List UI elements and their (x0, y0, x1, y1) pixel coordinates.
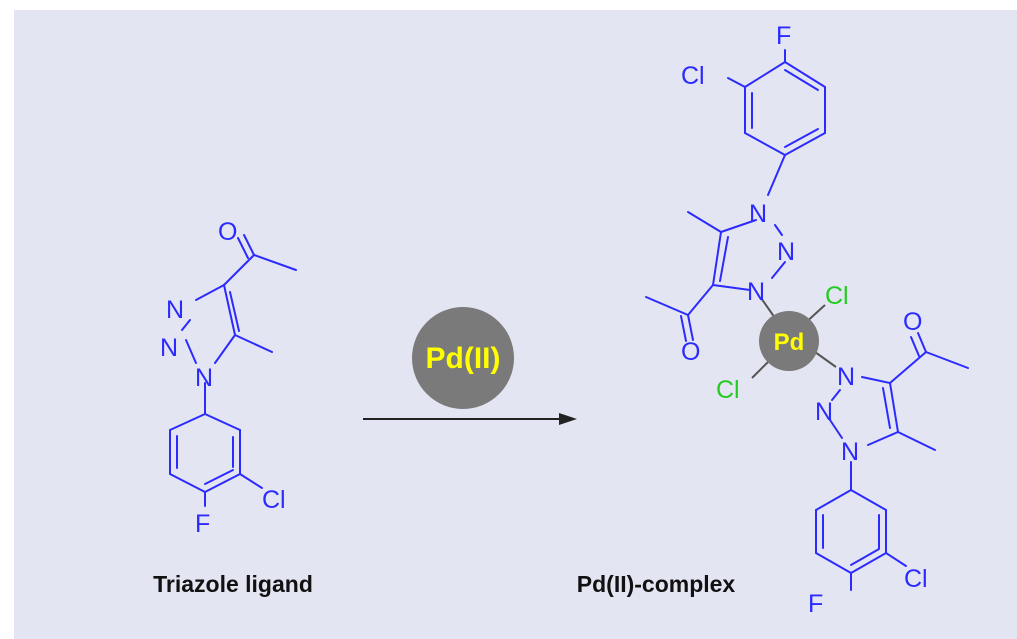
reaction-arrow (363, 413, 577, 425)
bond (727, 77, 746, 88)
bond (169, 413, 206, 431)
background-panel (14, 10, 1017, 639)
bond (784, 128, 819, 148)
atom-label-o: O (218, 218, 237, 246)
bond (850, 489, 887, 511)
bond (760, 297, 776, 319)
bond (204, 469, 234, 485)
bond (185, 339, 197, 364)
bond (885, 552, 907, 567)
atom-label-n: N (777, 238, 795, 266)
bond (882, 387, 891, 429)
atom-label-n: N (166, 296, 184, 324)
reagent-circle (412, 307, 514, 409)
bond (889, 382, 899, 433)
bond (234, 334, 273, 353)
atom-label-f: F (808, 590, 823, 618)
bond (784, 132, 826, 156)
atom-label-n: N (749, 200, 767, 228)
bond (850, 552, 887, 574)
bond (889, 351, 927, 384)
bond (680, 315, 687, 342)
atom-label-cl-coordinated: Cl (825, 282, 849, 310)
bond (897, 431, 936, 451)
bond (720, 219, 757, 233)
caption-ligand: Triazole ligand (153, 571, 313, 597)
bond (744, 61, 786, 88)
ligand-bonds (169, 234, 297, 507)
complex-bonds (645, 49, 969, 591)
bond (910, 336, 920, 357)
triazole-ligand-structure: O N N N Cl F (160, 218, 297, 538)
bond (195, 284, 225, 301)
bond (815, 552, 852, 574)
bond (917, 332, 927, 353)
bond (767, 154, 786, 196)
bond (774, 224, 783, 236)
bond (784, 61, 826, 88)
bond (204, 413, 241, 431)
atom-label-cl: Cl (904, 565, 928, 593)
atom-label-n: N (747, 278, 765, 306)
bond (867, 431, 899, 446)
atom-label-f: F (776, 22, 791, 50)
bond (831, 389, 841, 401)
atom-label-n: N (837, 363, 855, 391)
bond (687, 211, 722, 233)
bond (829, 419, 843, 439)
bond (850, 548, 880, 566)
reagent-label: Pd(II) (426, 342, 501, 375)
bond (239, 473, 263, 489)
pd-complex-structure: Pd Cl F N N N O Cl Cl N N N O Cl F (645, 22, 969, 618)
bond (925, 351, 969, 369)
atom-label-f: F (195, 510, 210, 538)
pd-label: Pd (774, 329, 805, 356)
bond (687, 314, 694, 341)
bond (237, 237, 249, 259)
atom-label-n: N (195, 364, 213, 392)
caption-complex: Pd(II)-complex (577, 571, 736, 597)
bond (712, 284, 751, 291)
bond (814, 351, 837, 368)
atom-label-n: N (160, 334, 178, 362)
bond (253, 254, 297, 271)
bond (243, 234, 255, 256)
bond (712, 231, 722, 286)
bond (719, 236, 729, 282)
atom-label-cl-coordinated: Cl (716, 376, 740, 404)
arrow-head (559, 413, 577, 425)
bond (169, 473, 206, 493)
bond (687, 284, 714, 316)
reagent-badge: Pd(II) (412, 307, 514, 409)
atom-label-n: N (815, 398, 833, 426)
atom-label-cl: Cl (681, 62, 705, 90)
bond (784, 69, 819, 91)
bond (744, 132, 786, 156)
bond (815, 489, 852, 511)
bond (204, 473, 241, 493)
bond (229, 291, 240, 332)
bond (223, 284, 236, 336)
bond (861, 376, 891, 384)
atom-label-n: N (841, 438, 859, 466)
bond (214, 334, 236, 364)
bond (771, 261, 786, 279)
atom-label-o: O (681, 338, 700, 366)
pd-center-circle (759, 311, 819, 371)
bond (223, 254, 255, 286)
bond (181, 319, 191, 331)
bond (645, 296, 689, 316)
atom-label-cl: Cl (262, 486, 286, 514)
atom-label-o: O (903, 308, 922, 336)
